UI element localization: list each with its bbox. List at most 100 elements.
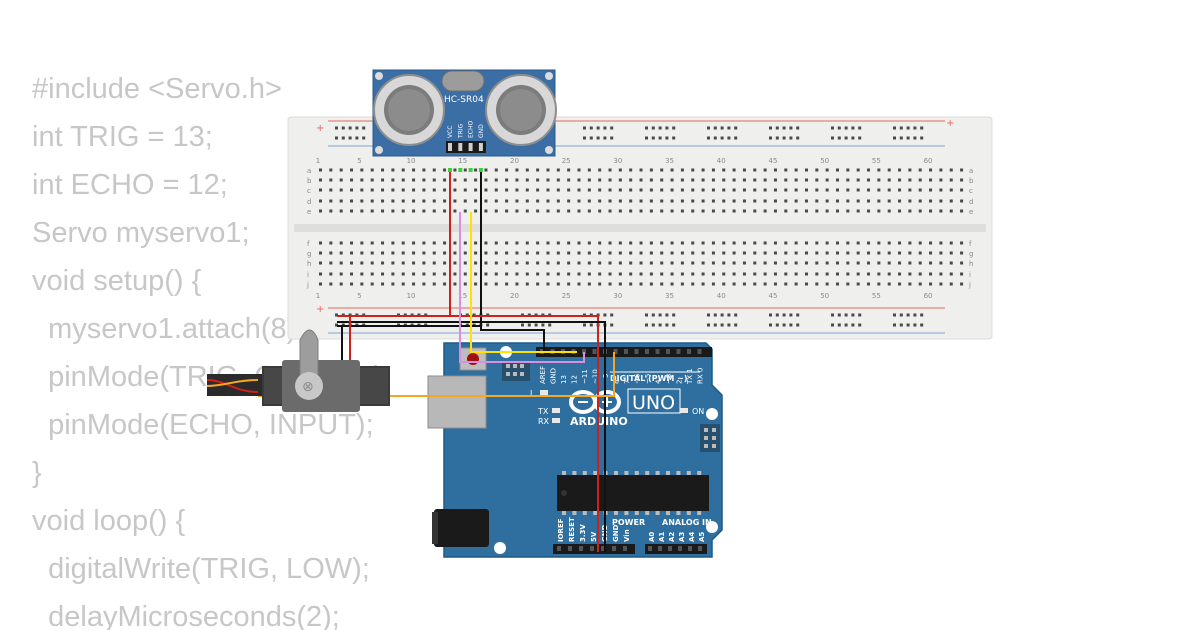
bb-hole (960, 178, 964, 182)
bb-hole (494, 272, 498, 276)
bb-rail-hole (775, 323, 779, 327)
bb-rail-hole (906, 126, 910, 130)
uno-label: UNO (632, 392, 675, 414)
column-number: 50 (820, 292, 829, 300)
bb-hole (887, 188, 891, 192)
row-letter: a (969, 167, 973, 175)
sensor-pin-contact (448, 168, 452, 172)
bb-hole (463, 168, 467, 172)
bb-hole (753, 261, 757, 265)
bb-hole (494, 188, 498, 192)
bb-hole (381, 241, 385, 245)
digital-pin-label: 4 (655, 379, 663, 384)
bb-hole (391, 168, 395, 172)
code-line-5: void setup() { (32, 265, 202, 297)
bb-hole (587, 261, 591, 265)
bb-hole (474, 209, 478, 213)
bb-hole (794, 188, 798, 192)
bb-hole (391, 251, 395, 255)
echo-wire[interactable] (459, 212, 585, 363)
bb-hole (877, 241, 881, 245)
bb-hole (898, 251, 902, 255)
bb-hole (370, 261, 374, 265)
header-pin (645, 349, 649, 354)
bb-hole (867, 168, 871, 172)
bb-hole (453, 282, 457, 286)
bb-hole (339, 282, 343, 286)
bb-rail-hole (789, 126, 793, 130)
row-letter: i (307, 271, 309, 279)
digital-pin-label: ~3 (665, 374, 673, 384)
bb-hole (701, 168, 705, 172)
bb-rail-hole (589, 136, 593, 140)
bb-rail-hole (713, 136, 717, 140)
bb-hole (350, 241, 354, 245)
gnd-wire-arduino[interactable] (337, 321, 606, 552)
bb-hole (794, 251, 798, 255)
bb-hole (598, 251, 602, 255)
column-number: 40 (717, 292, 726, 300)
bb-hole (929, 209, 933, 213)
analog-header[interactable] (645, 544, 707, 554)
bb-rail-hole (651, 323, 655, 327)
header-pin (613, 349, 618, 354)
bb-hole (742, 178, 746, 182)
bb-hole (753, 168, 757, 172)
bb-hole (350, 178, 354, 182)
bb-hole (887, 251, 891, 255)
bb-hole (660, 199, 664, 203)
bb-hole (711, 178, 715, 182)
bb-rail-hole (720, 126, 724, 130)
bb-hole (391, 188, 395, 192)
trig-wire[interactable] (470, 212, 577, 353)
bb-hole (443, 178, 447, 182)
bb-rail-hole (335, 136, 338, 140)
bb-hole (898, 168, 902, 172)
bb-hole (598, 188, 602, 192)
bb-hole (804, 168, 808, 172)
bb-hole (556, 168, 560, 172)
bb-hole (453, 188, 457, 192)
analog-pin-label: A0 (648, 532, 656, 542)
bb-hole (784, 251, 788, 255)
bb-hole (525, 168, 529, 172)
bb-hole (680, 188, 684, 192)
bb-hole (370, 178, 374, 182)
chip-leg (562, 511, 566, 515)
bb-hole (877, 168, 881, 172)
bb-hole (360, 282, 364, 286)
bb-hole (794, 261, 798, 265)
bb-hole (370, 251, 374, 255)
bb-hole (608, 168, 612, 172)
bb-hole (329, 282, 333, 286)
bb-hole (350, 199, 354, 203)
bb-hole (391, 199, 395, 203)
gnd-wire-aref[interactable] (480, 326, 545, 352)
bb-rail-hole (596, 126, 600, 130)
bb-hole (949, 199, 953, 203)
servo-motor[interactable]: ⊗ (206, 329, 390, 412)
chip-leg (634, 511, 639, 515)
icsp-pin (506, 372, 510, 376)
bb-hole (577, 168, 581, 172)
bb-hole (629, 251, 633, 255)
bb-hole (505, 178, 509, 182)
digital-pin-label: ~10 (592, 369, 600, 384)
bb-rail-hole (583, 323, 586, 327)
bb-hole (742, 188, 746, 192)
bb-hole (567, 251, 571, 255)
bb-rail-hole (665, 136, 669, 140)
bb-hole (660, 168, 664, 172)
bb-rail-hole (362, 136, 366, 140)
bb-hole (670, 261, 674, 265)
vcc-wire-arduino[interactable] (337, 315, 599, 552)
bb-hole (525, 282, 529, 286)
header-pin (676, 349, 681, 354)
bb-rail-hole (920, 126, 924, 130)
sensor-pin-label: TRIG (457, 123, 464, 139)
bb-hole (319, 178, 322, 182)
bb-hole (381, 282, 385, 286)
